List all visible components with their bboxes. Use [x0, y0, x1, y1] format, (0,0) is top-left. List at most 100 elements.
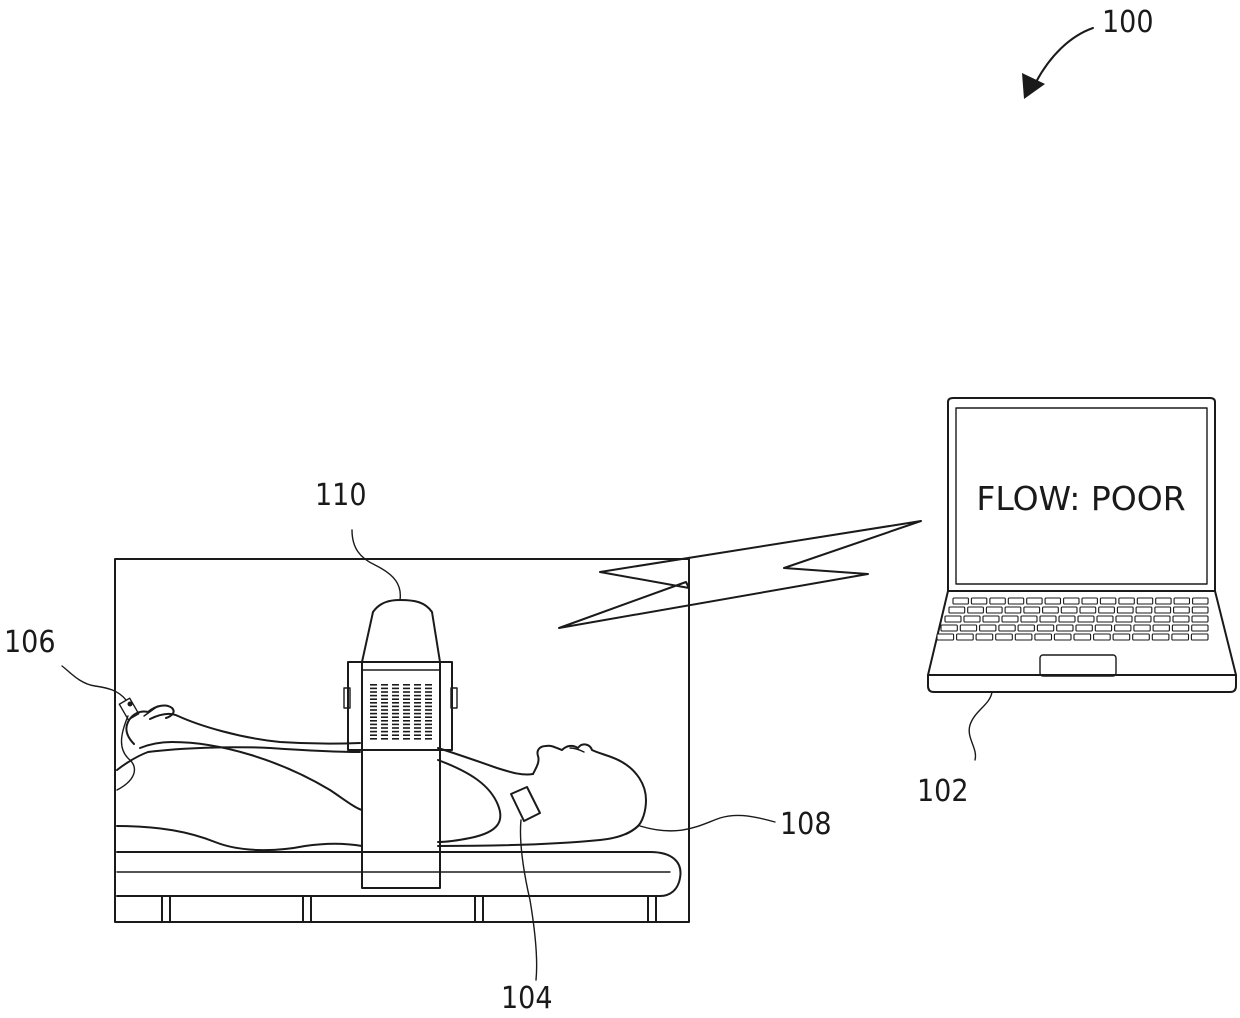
pulse-oximeter [117, 698, 139, 790]
keyboard-key [1174, 598, 1189, 604]
keyboard-key [968, 607, 984, 613]
transducer-element [392, 691, 399, 693]
keyboard-key [1155, 607, 1171, 613]
transducer-element [392, 688, 399, 690]
transducer-element [425, 695, 432, 697]
oximeter-led [128, 702, 133, 707]
keyboard-key [990, 598, 1005, 604]
keyboard-key [1024, 607, 1040, 613]
transducer-element [414, 738, 421, 740]
transducer-element [392, 724, 399, 726]
keyboard-key [1119, 598, 1134, 604]
transducer-element [414, 702, 421, 704]
shoulder-curve [438, 760, 500, 842]
transducer-element [414, 724, 421, 726]
transducer-element [403, 695, 410, 697]
transducer-element [425, 738, 432, 740]
transducer-element [403, 698, 410, 700]
keyboard-key [1082, 598, 1097, 604]
transducer-element [403, 720, 410, 722]
nose [570, 748, 584, 752]
leader-108 [640, 815, 775, 830]
keyboard-key [1080, 607, 1096, 613]
transducer-element [370, 738, 377, 740]
transducer-element [381, 695, 388, 697]
patient-scene [115, 530, 689, 980]
patient-body [117, 705, 646, 850]
keyboard-key [1134, 625, 1150, 631]
transducer-element [403, 734, 410, 736]
keyboard-key [1113, 634, 1130, 640]
transducer-element [392, 738, 399, 740]
transducer-element [425, 724, 432, 726]
keyboard-key [1153, 625, 1169, 631]
transducer-element [403, 738, 410, 740]
transducer-element [403, 716, 410, 718]
keyboard-key [1035, 634, 1052, 640]
transducer-element [381, 713, 388, 715]
scanner-device [344, 530, 457, 888]
transducer-element [403, 684, 410, 686]
transducer-element [370, 720, 377, 722]
keyboard-key [1174, 607, 1190, 613]
keyboard-key [1156, 598, 1171, 604]
keyboard-key [1008, 598, 1023, 604]
keyboard-key [964, 616, 980, 622]
keyboard-key [1099, 607, 1115, 613]
transducer-element [370, 713, 377, 715]
keyboard-key [1002, 616, 1018, 622]
transducer-element [425, 691, 432, 693]
scanner-band [348, 662, 452, 750]
keyboard-key [1173, 616, 1189, 622]
head [533, 744, 646, 834]
keyboard-key [1192, 616, 1208, 622]
keyboard-key [960, 625, 976, 631]
transducer-element [381, 702, 388, 704]
transducer-element [381, 727, 388, 729]
label-108: 108 [780, 807, 832, 842]
body-lower-outline [117, 826, 362, 850]
transducer-element [381, 684, 388, 686]
transducer-element [414, 734, 421, 736]
keyboard-key [1037, 625, 1053, 631]
lightning-bolt-icon [559, 521, 921, 628]
transducer-element [403, 731, 410, 733]
transducer-element [425, 688, 432, 690]
keyboard-key [1192, 625, 1208, 631]
transducer-element [370, 688, 377, 690]
transducer-element [392, 713, 399, 715]
transducer-element [392, 720, 399, 722]
transducer-element [370, 706, 377, 708]
keyboard-key [1193, 598, 1208, 604]
keyboard-key [1133, 634, 1150, 640]
keyboard-key [986, 607, 1002, 613]
transducer-element [414, 684, 421, 686]
oximeter-clip [119, 698, 138, 720]
leader-102 [969, 692, 992, 760]
keyboard-key [1152, 634, 1169, 640]
transducer-element [370, 734, 377, 736]
label-102: 102 [917, 774, 969, 809]
transducer-element [370, 684, 377, 686]
keyboard-key [1045, 598, 1060, 604]
transducer-element [370, 695, 377, 697]
keyboard-key [1137, 598, 1152, 604]
transducer-element [392, 702, 399, 704]
transducer-element [403, 713, 410, 715]
keyboard-key [1135, 616, 1151, 622]
transducer-element [414, 688, 421, 690]
keyboard-key [1061, 607, 1077, 613]
transducer-element [425, 709, 432, 711]
transducer-element [425, 702, 432, 704]
transducer-element [381, 738, 388, 740]
transducer-element [392, 731, 399, 733]
keyboard-key [1076, 625, 1092, 631]
sensor-pad [511, 787, 540, 821]
label-100: 100 [1102, 5, 1154, 40]
keyboard-key [1078, 616, 1094, 622]
transducer-element [425, 698, 432, 700]
arm-upper [150, 714, 360, 744]
transducer-element [425, 684, 432, 686]
keyboard-key [1116, 616, 1132, 622]
